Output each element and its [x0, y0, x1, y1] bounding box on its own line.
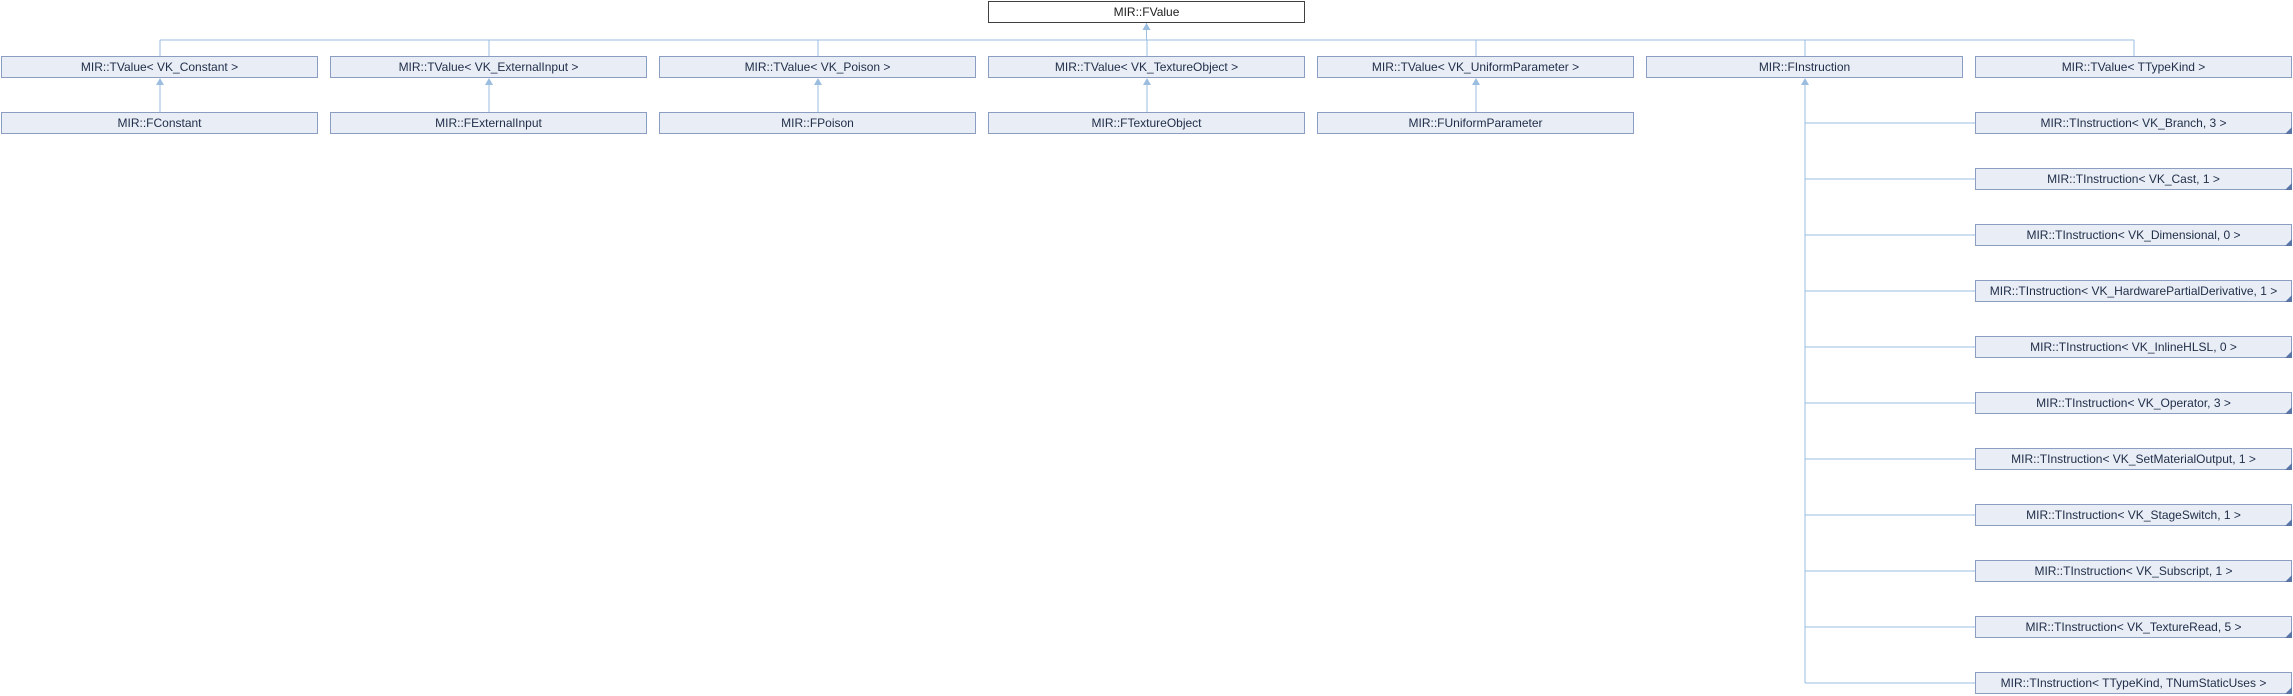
class-node-tinstruction-2[interactable]: MIR::TInstruction< VK_Dimensional, 0 >: [1975, 224, 2292, 246]
class-label: MIR::TInstruction< VK_Operator, 3 >: [2036, 396, 2231, 410]
class-label: MIR::TValue< VK_UniformParameter >: [1371, 60, 1580, 74]
class-node-tinstruction-1[interactable]: MIR::TInstruction< VK_Cast, 1 >: [1975, 168, 2292, 190]
class-label: MIR::FInstruction: [1758, 60, 1851, 74]
arrowhead-icon: [156, 78, 164, 85]
class-node-tinstruction-3[interactable]: MIR::TInstruction< VK_HardwarePartialDer…: [1975, 280, 2292, 302]
class-node-tinstruction-9[interactable]: MIR::TInstruction< VK_TextureRead, 5 >: [1975, 616, 2292, 638]
class-label: MIR::FValue: [1113, 5, 1180, 19]
class-node-child-4[interactable]: MIR::FUniformParameter: [1317, 112, 1634, 134]
class-node-child-1[interactable]: MIR::FExternalInput: [330, 112, 647, 134]
class-label: MIR::TInstruction< VK_Dimensional, 0 >: [2026, 228, 2241, 242]
class-label: MIR::TInstruction< VK_Cast, 1 >: [2047, 172, 2220, 186]
class-label: MIR::TValue< VK_TextureObject >: [1054, 60, 1239, 74]
class-label: MIR::TInstruction< VK_Branch, 3 >: [2040, 116, 2227, 130]
class-node-tvalue-generic[interactable]: MIR::TValue< TTypeKind >: [1975, 56, 2292, 78]
class-node-child-2[interactable]: MIR::FPoison: [659, 112, 976, 134]
arrowhead-icon: [485, 78, 493, 85]
class-label: MIR::FTextureObject: [1091, 116, 1202, 130]
class-node-child-3[interactable]: MIR::FTextureObject: [988, 112, 1305, 134]
class-label: MIR::TInstruction< VK_SetMaterialOutput,…: [2011, 452, 2256, 466]
class-node-tinstruction-0[interactable]: MIR::TInstruction< VK_Branch, 3 >: [1975, 112, 2292, 134]
class-label: MIR::FUniformParameter: [1408, 116, 1543, 130]
class-node-tvalue-4[interactable]: MIR::TValue< VK_UniformParameter >: [1317, 56, 1634, 78]
class-label: MIR::TInstruction< VK_StageSwitch, 1 >: [2026, 508, 2241, 522]
class-label: MIR::TInstruction< TTypeKind, TNumStatic…: [2000, 676, 2267, 690]
arrowhead-icon: [1801, 78, 1809, 85]
arrowhead-icon: [1143, 78, 1151, 85]
class-label: MIR::TInstruction< VK_InlineHLSL, 0 >: [2030, 340, 2237, 354]
class-node-tinstruction-10[interactable]: MIR::TInstruction< TTypeKind, TNumStatic…: [1975, 672, 2292, 694]
class-node-tinstruction-8[interactable]: MIR::TInstruction< VK_Subscript, 1 >: [1975, 560, 2292, 582]
class-node-tvalue-2[interactable]: MIR::TValue< VK_Poison >: [659, 56, 976, 78]
class-node-tvalue-0[interactable]: MIR::TValue< VK_Constant >: [1, 56, 318, 78]
class-node-tvalue-1[interactable]: MIR::TValue< VK_ExternalInput >: [330, 56, 647, 78]
arrowhead-icon: [1142, 23, 1151, 30]
class-node-tinstruction-5[interactable]: MIR::TInstruction< VK_Operator, 3 >: [1975, 392, 2292, 414]
class-label: MIR::TValue< VK_Constant >: [80, 60, 239, 74]
class-label: MIR::FConstant: [117, 116, 202, 130]
arrowhead-icon: [1472, 78, 1480, 85]
class-label: MIR::TValue< TTypeKind >: [2061, 60, 2206, 74]
class-label: MIR::TInstruction< VK_HardwarePartialDer…: [1989, 284, 2278, 298]
class-label: MIR::TInstruction< VK_Subscript, 1 >: [2034, 564, 2233, 578]
class-label: MIR::FPoison: [781, 116, 854, 130]
class-label: MIR::TValue< VK_ExternalInput >: [398, 60, 579, 74]
class-node-finstruction[interactable]: MIR::FInstruction: [1646, 56, 1963, 78]
class-node-fvalue[interactable]: MIR::FValue: [988, 1, 1305, 23]
class-node-tvalue-3[interactable]: MIR::TValue< VK_TextureObject >: [988, 56, 1305, 78]
class-node-tinstruction-4[interactable]: MIR::TInstruction< VK_InlineHLSL, 0 >: [1975, 336, 2292, 358]
class-label: MIR::TValue< VK_Poison >: [744, 60, 891, 74]
class-node-tinstruction-7[interactable]: MIR::TInstruction< VK_StageSwitch, 1 >: [1975, 504, 2292, 526]
arrowhead-icon: [814, 78, 822, 85]
class-node-tinstruction-6[interactable]: MIR::TInstruction< VK_SetMaterialOutput,…: [1975, 448, 2292, 470]
class-label: MIR::TInstruction< VK_TextureRead, 5 >: [2025, 620, 2242, 634]
class-node-child-0[interactable]: MIR::FConstant: [1, 112, 318, 134]
class-label: MIR::FExternalInput: [435, 116, 542, 130]
